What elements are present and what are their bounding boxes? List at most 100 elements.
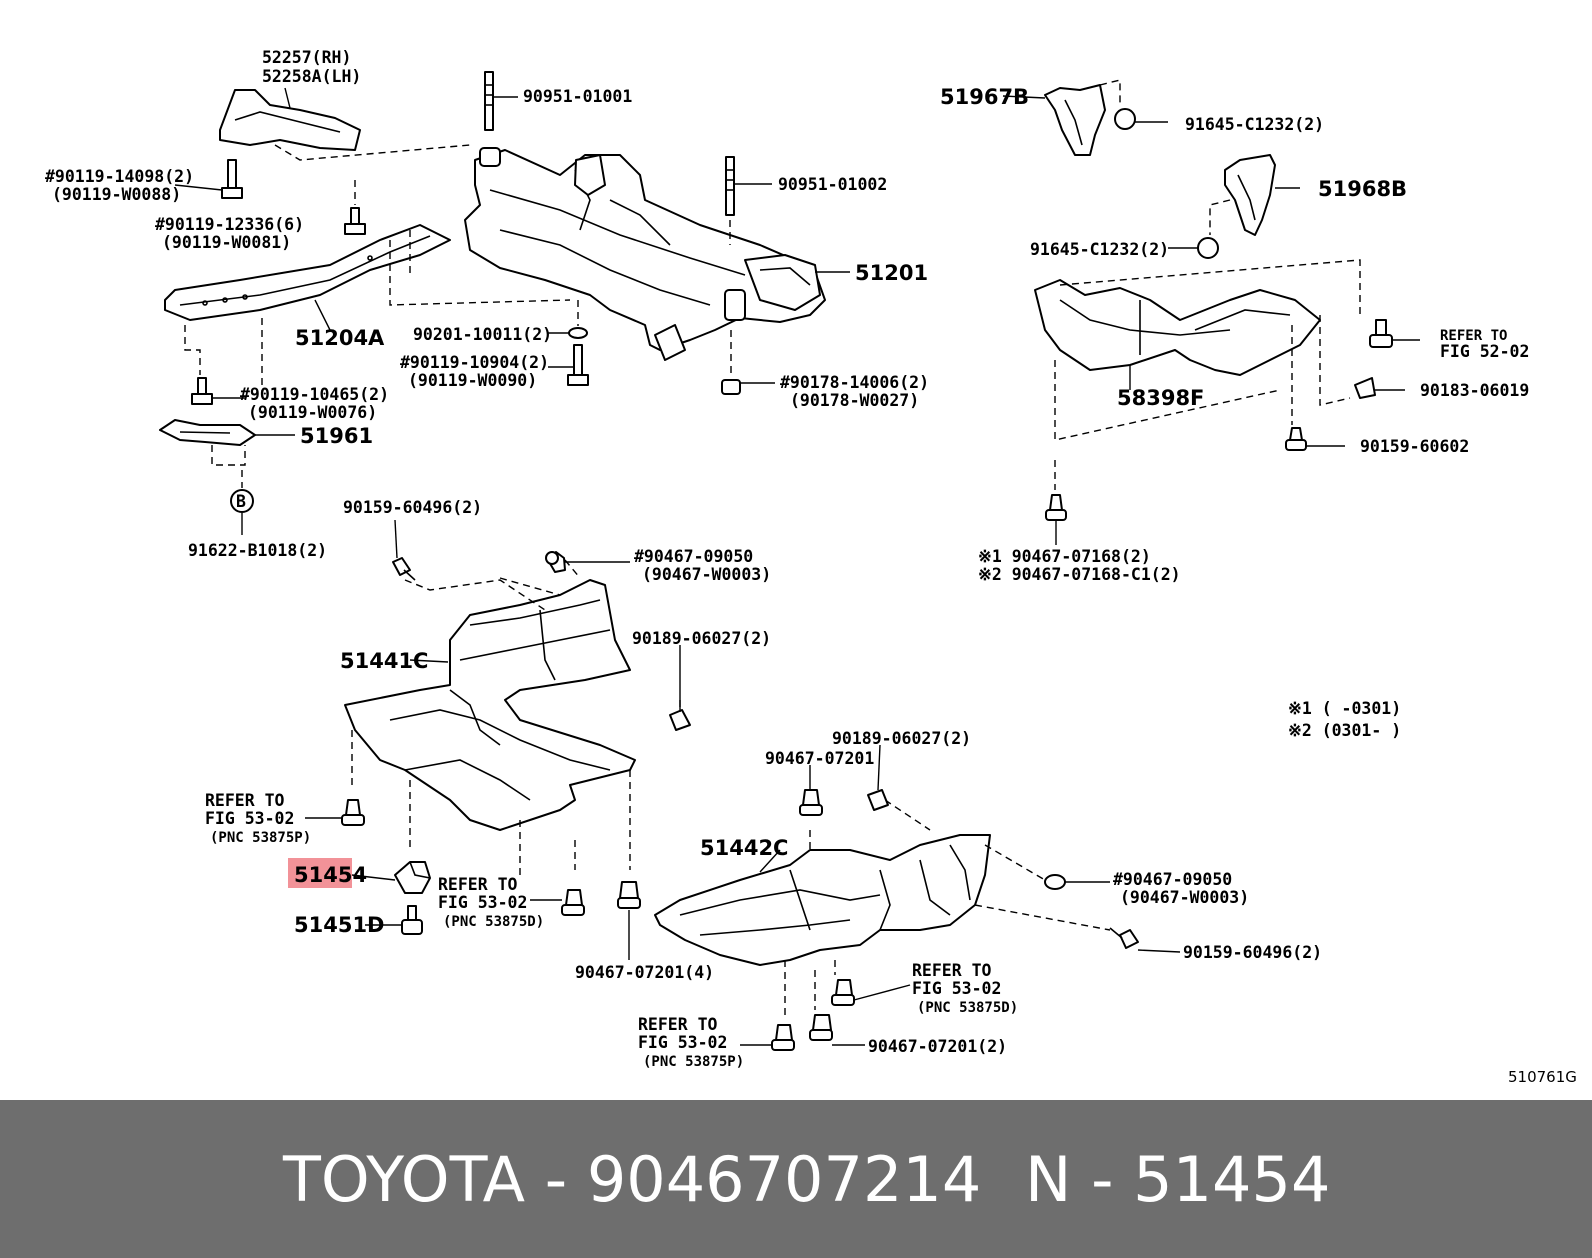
label-90119-w0088: (90119-W0088): [52, 185, 181, 204]
clip-90467-07201-b: [799, 789, 823, 816]
b-clip-symbol-3: [1197, 237, 1219, 259]
clip-90467-09050-b: [1044, 874, 1066, 890]
clip-90159-60602: [1285, 427, 1307, 451]
clip-90467-07168: [1045, 494, 1067, 521]
nut-90178-14006: [721, 379, 741, 395]
clip-refer-53-02-c: [831, 979, 855, 1006]
label-refer-c1: REFER TO: [912, 961, 992, 980]
nut-51454: [394, 861, 431, 894]
label-90183: 90183-06019: [1420, 381, 1529, 400]
label-refer-b3: (PNC 53875D): [443, 914, 544, 930]
bracket-52257: [219, 89, 361, 151]
label-refer-52-a: REFER TO: [1440, 328, 1507, 344]
label-90159-60496-b: 90159-60496(2): [1183, 943, 1322, 962]
member-51204a: [164, 224, 451, 321]
bracket-51968b: [1224, 154, 1276, 236]
label-90467-09050-a: #90467-09050: [634, 547, 753, 566]
label-90467-07201-2: 90467-07201(2): [868, 1037, 1007, 1056]
bolt-90119-12336: [344, 207, 366, 235]
screw-90159-60496-b: [1109, 927, 1139, 949]
label-91645-b: 91645-C1232(2): [1030, 240, 1169, 259]
clip-refer-53-02-d: [771, 1024, 795, 1051]
label-52258a: 52258A(LH): [262, 67, 361, 86]
label-refer-c2: FIG 53-02: [912, 979, 1001, 998]
label-90467-07201: 90467-07201: [765, 749, 874, 768]
clip-90467-07201-c: [809, 1014, 833, 1041]
screw-90159-60496-a: [392, 557, 416, 581]
stud-90951-01001: [484, 71, 494, 131]
label-90951-01001: 90951-01001: [523, 87, 632, 106]
label-refer-d1: REFER TO: [638, 1015, 718, 1034]
undercover-51441c: [344, 579, 636, 831]
footer-bar: TOYOTA - 9046707214 N - 51454: [0, 1100, 1592, 1258]
label-51204a: 51204A: [295, 326, 385, 350]
label-refer-c3: (PNC 53875D): [917, 1000, 1018, 1016]
label-90119-14098: #90119-14098(2): [45, 167, 194, 186]
footer-pnc: N - 51454: [1025, 1143, 1331, 1216]
label-51451d: 51451D: [294, 913, 385, 937]
clip-90183: [1354, 377, 1376, 399]
b-clip-symbol: B: [230, 489, 254, 513]
label-refer-52-b: FIG 52-02: [1440, 342, 1529, 361]
label-91622: 91622-B1018(2): [188, 541, 327, 560]
label-90201: 90201-10011(2): [413, 325, 552, 344]
label-90467-09050-b: #90467-09050: [1113, 870, 1232, 889]
label-note2-part: ※2 90467-07168-C1(2): [978, 565, 1181, 584]
label-note1-part: ※1 90467-07168(2): [978, 547, 1151, 566]
bolt-51451d: [401, 905, 423, 935]
label-51441c: 51441C: [340, 649, 428, 673]
figure-code: 510761G: [1508, 1068, 1577, 1086]
label-refer-b2: FIG 53-02: [438, 893, 527, 912]
stud-90951-01002: [725, 156, 735, 216]
bolt-90119-14098: [221, 159, 243, 199]
label-58398f: 58398F: [1117, 386, 1204, 410]
label-90159-60602: 90159-60602: [1360, 437, 1469, 456]
bracket-51967b: [1044, 84, 1106, 156]
clip-refer-52-02: [1369, 319, 1393, 348]
label-51967b: 51967B: [940, 85, 1029, 109]
cover-58398f: [1034, 279, 1321, 376]
label-90119-w0081: (90119-W0081): [162, 233, 291, 252]
clip-refer-53-02-b: [561, 889, 585, 916]
exploded-view-svg: B: [45, 48, 1577, 1086]
footer-part-number: TOYOTA - 9046707214: [283, 1143, 982, 1216]
label-90467-w0003-a: (90467-W0003): [642, 565, 771, 584]
b-clip-symbol-2: [1114, 108, 1136, 130]
label-90119-12336: #90119-12336(6): [155, 215, 304, 234]
clip-90189-06027-a: [669, 709, 691, 731]
crossmember-51201: [464, 147, 826, 361]
label-90119-10904: #90119-10904(2): [400, 353, 549, 372]
highlight-51454: [288, 858, 352, 888]
label-51201: 51201: [855, 261, 928, 285]
label-91645-a: 91645-C1232(2): [1185, 115, 1324, 134]
bracket-51961: [159, 419, 256, 446]
label-90119-w0090: (90119-W0090): [408, 371, 537, 390]
clip-90467-07201-a: [617, 881, 641, 909]
label-90467-07201-4: 90467-07201(4): [575, 963, 714, 982]
washer-90201: [568, 327, 588, 339]
clip-90467-09050-a: [545, 551, 566, 573]
bolt-90119-10465: [191, 377, 213, 405]
label-refer-b1: REFER TO: [438, 875, 518, 894]
label-90189-b: 90189-06027(2): [832, 729, 971, 748]
label-refer-a3: (PNC 53875P): [210, 830, 311, 846]
label-52257: 52257(RH): [262, 48, 351, 67]
label-51961: 51961: [300, 424, 373, 448]
bolt-90119-10904: [567, 344, 589, 386]
label-90159-60496-a: 90159-60496(2): [343, 498, 482, 517]
legend-note1: ※1 ( -0301): [1288, 699, 1401, 718]
label-refer-a1: REFER TO: [205, 791, 285, 810]
label-refer-d2: FIG 53-02: [638, 1033, 727, 1052]
label-90189-a: 90189-06027(2): [632, 629, 771, 648]
label-refer-a2: FIG 53-02: [205, 809, 294, 828]
label-90178-w0027: (90178-W0027): [790, 391, 919, 410]
label-90467-w0003-b: (90467-W0003): [1120, 888, 1249, 907]
label-51454: 51454: [294, 863, 367, 887]
label-51442c: 51442C: [700, 836, 788, 860]
clip-refer-53-02-a: [341, 799, 365, 826]
label-90119-w0076: (90119-W0076): [248, 403, 377, 422]
b-symbol-text: B: [236, 492, 246, 511]
parts-diagram: B: [45, 48, 1577, 1086]
legend-note2: ※2 (0301- ): [1288, 721, 1401, 740]
label-51968b: 51968B: [1318, 177, 1407, 201]
